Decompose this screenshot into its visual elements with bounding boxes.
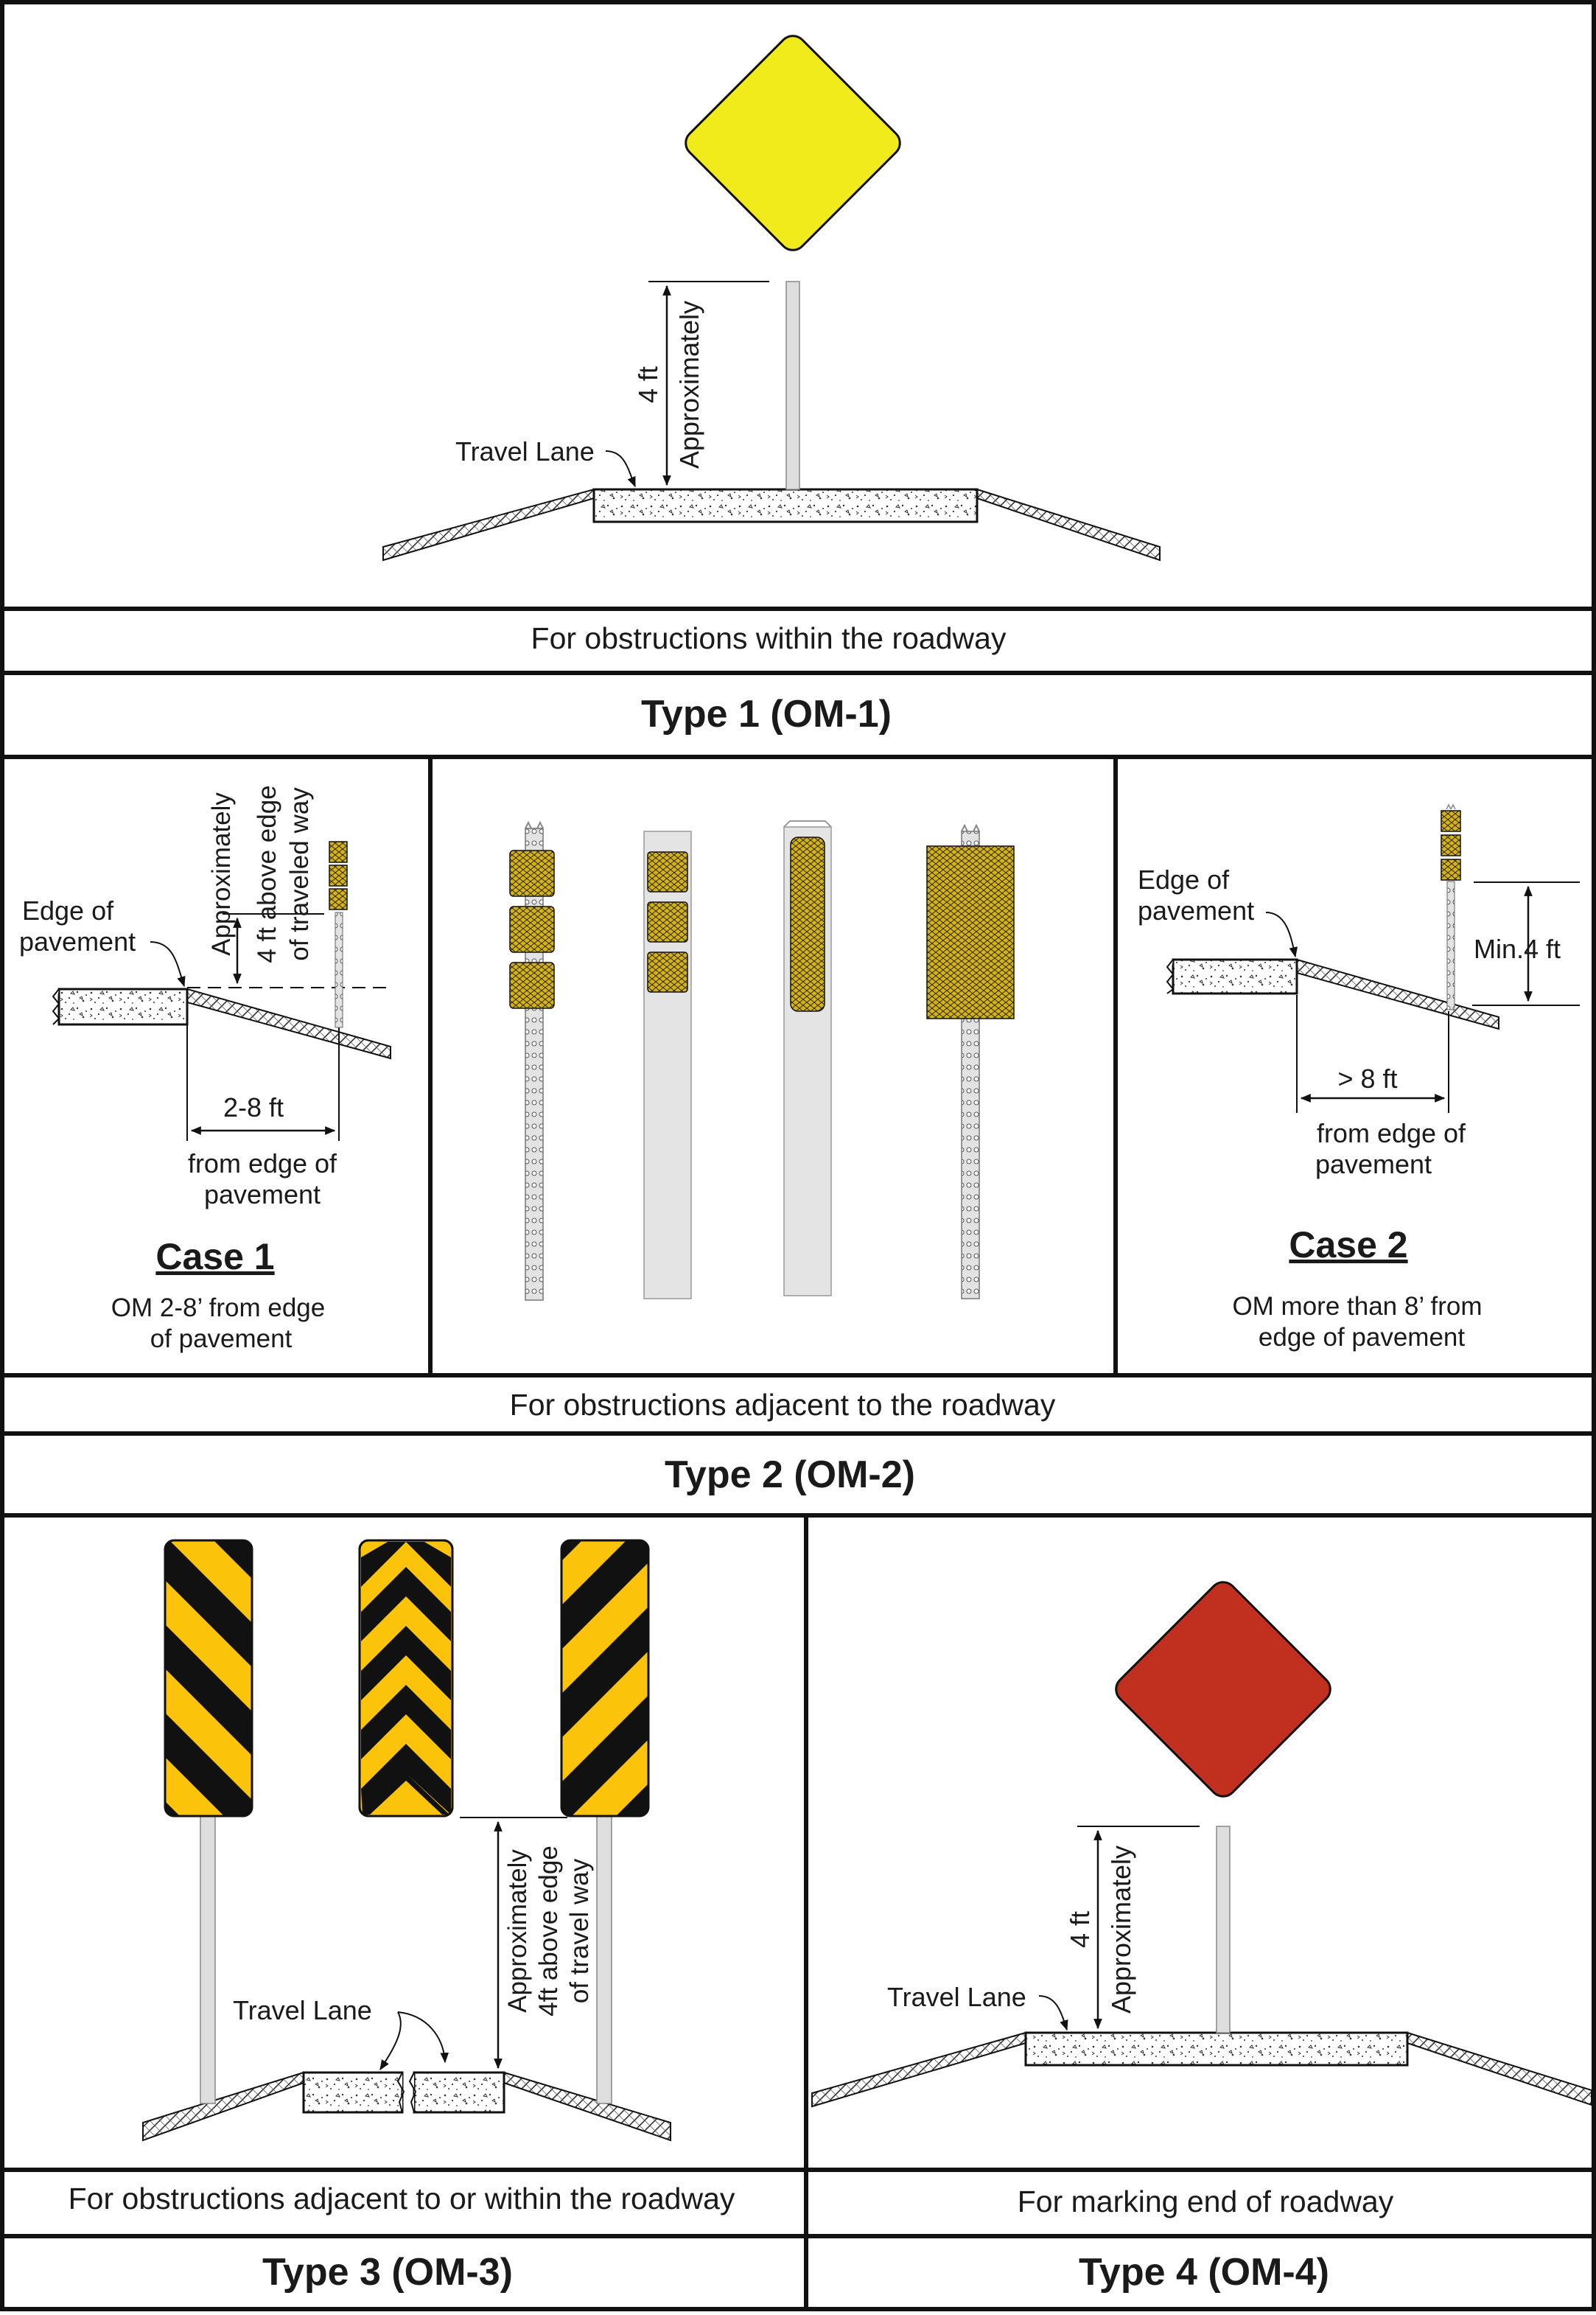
om1-caption: For obstructions within the roadway: [531, 621, 1007, 655]
om4-post: [1216, 1826, 1231, 2033]
om2-case2-height-value: Min.4 ft: [1474, 934, 1561, 964]
om3-travel-lane-label: Travel Lane: [233, 1995, 372, 2025]
om3-caption: For obstructions adjacent to or within t…: [69, 2182, 735, 2216]
om4-travel-lane-leader: [1038, 1995, 1068, 2031]
om1-travel-lane-leader: [605, 450, 636, 488]
om2-case1-reflector: [329, 865, 348, 887]
om2-case2-offset-value: > 8 ft: [1337, 1064, 1397, 1094]
om2-case1-height-line-2: 4 ft above edge: [253, 785, 281, 963]
om2-case1-post: [335, 912, 343, 1028]
om2-case2-edge-leader: [1265, 912, 1298, 958]
om3-travel-lane-leader-left: [379, 2011, 402, 2070]
om2-case2-desc-line-1: OM more than 8’ from: [1232, 1292, 1482, 1321]
om1-dimension-qualifier: Approximately: [674, 301, 704, 469]
om1-post: [785, 281, 800, 490]
om2-panel: Approximately 4 ft above edge of travele…: [19, 785, 1580, 1496]
om2-case1-edge-leader: [150, 941, 186, 988]
om2-case2-reflector: [1441, 834, 1461, 856]
om2-case2-pavement: [1172, 958, 1298, 995]
om2-case2-title: Case 2: [1289, 1224, 1407, 1265]
om4-diamond-sign: [1115, 1581, 1331, 1798]
om3-height-line-2: 4ft above edge: [534, 1846, 563, 2017]
om3-type-title: Type 3 (OM-3): [262, 2251, 513, 2294]
om1-pavement: [592, 488, 979, 523]
om2-case1-reflector: [329, 841, 348, 863]
om2-case1-edge-label-2: pavement: [19, 926, 136, 957]
om3-post-right: [596, 1815, 612, 2104]
om2-case2-edge-label-2: pavement: [1138, 895, 1254, 926]
om4-dimension-value: 4 ft: [1065, 1911, 1095, 1948]
om3-height-line-1: Approximately: [503, 1849, 532, 2013]
om2-case1-height-line-3: of traveled way: [285, 787, 314, 961]
om3-marker-left-diagonal: [560, 1539, 650, 1818]
om4-travel-lane-label: Travel Lane: [887, 1982, 1026, 2012]
om3-marker-right-diagonal: [164, 1539, 253, 1818]
om3-marker-center-chevron: [358, 1539, 454, 1818]
om2-marker-three-squares-post: [509, 820, 555, 1301]
om2-type-title: Type 2 (OM-2): [665, 1453, 915, 1496]
om3-height-line-3: of travel way: [565, 1858, 594, 2003]
om2-case2-offset-line-1: from edge of: [1317, 1118, 1466, 1148]
om3-travel-lane-leader-right: [397, 2011, 449, 2064]
om2-case2-reflector: [1441, 810, 1461, 832]
om2-marker-vertical-strip-panel: [783, 820, 832, 1296]
om2-case1-desc-line-1: OM 2-8’ from edge: [111, 1293, 325, 1322]
om1-type-title: Type 1 (OM-1): [641, 693, 892, 736]
om4-caption: For marking end of roadway: [1018, 2185, 1394, 2218]
om2-case1-height-line-1: Approximately: [207, 792, 236, 956]
om2-case2-drawing: Min.4 ft > 8 ft from edge of pavement Ed…: [1138, 803, 1580, 1352]
om3-roadside-slopes: [142, 2071, 671, 2142]
om1-travel-lane-label: Travel Lane: [455, 436, 595, 467]
om4-dimension-qualifier: Approximately: [1106, 1846, 1136, 2014]
om2-case2-desc-line-2: edge of pavement: [1259, 1323, 1465, 1352]
om2-case2-offset-line-2: pavement: [1315, 1149, 1432, 1179]
om2-case1-offset-line-2: pavement: [204, 1179, 321, 1209]
om1-diamond-sign: [685, 35, 901, 251]
om2-case1-pavement: [57, 988, 189, 1026]
om4-panel: 4 ft Approximately Travel Lane For marki…: [811, 1581, 1592, 2294]
om2-case1-title: Case 1: [155, 1236, 274, 1277]
om1-dimension-value: 4 ft: [633, 366, 663, 403]
om2-case1-offset-line-1: from edge of: [188, 1148, 337, 1179]
om3-pavement-right: [413, 2071, 505, 2114]
om4-pavement: [1024, 2031, 1409, 2067]
om2-case2-reflector: [1441, 859, 1461, 881]
om2-marker-large-rectangle-post: [926, 823, 1015, 1299]
om3-panel: Approximately 4ft above edge of travel w…: [69, 1539, 735, 2294]
om2-caption: For obstructions adjacent to the roadway: [510, 1388, 1056, 1422]
om2-case2-post: [1446, 881, 1455, 1010]
om2-case1-edge-label-1: Edge of: [22, 895, 114, 926]
om2-marker-three-squares-panel: [643, 831, 692, 1299]
om2-case1-offset-value: 2-8 ft: [223, 1092, 284, 1122]
om2-case1-reflector: [329, 888, 348, 910]
om3-post-left: [200, 1815, 216, 2104]
om3-pavement-left: [302, 2071, 404, 2114]
om2-case2-edge-label-1: Edge of: [1138, 865, 1230, 895]
om1-panel: 4 ft Approximately Travel Lane For obstr…: [382, 35, 1161, 736]
om2-marker-variants: [509, 820, 1015, 1301]
om4-type-title: Type 4 (OM-4): [1079, 2251, 1329, 2294]
om2-case1-drawing: Approximately 4 ft above edge of travele…: [19, 785, 391, 1353]
om2-case1-desc-line-2: of pavement: [150, 1324, 293, 1353]
